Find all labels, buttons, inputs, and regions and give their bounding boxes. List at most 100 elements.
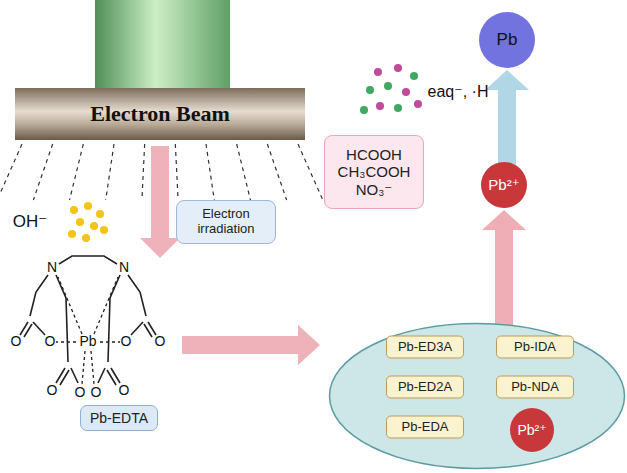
radical-dots [384, 82, 392, 90]
atom-label: N [47, 260, 57, 275]
atom-label: O [155, 334, 166, 349]
atom-label: O [45, 334, 56, 349]
atom-label: Pb [79, 334, 96, 349]
atom-label: O [91, 385, 102, 400]
beam-line [70, 144, 84, 200]
node-text: Pb [497, 30, 518, 50]
edta-structure [20, 256, 156, 385]
radical-dots [374, 68, 382, 76]
edta-structure [107, 370, 116, 385]
node-text: Pb-EDA [402, 420, 449, 435]
ellipse-outline [328, 322, 626, 470]
beam-line [0, 144, 22, 200]
edta-structure [56, 368, 65, 383]
edta-structure [33, 322, 45, 335]
edta-structure [131, 322, 143, 335]
edta-structure [56, 277, 120, 384]
node-text: Electron irradiation [185, 207, 267, 237]
edta-structure [82, 351, 85, 384]
beam-line [33, 144, 52, 200]
edta-structure [94, 277, 118, 334]
edta-structure [24, 324, 32, 337]
radical-dots [414, 100, 422, 108]
product-box: HCOOHCH₃COOHNO₃⁻ [324, 135, 424, 209]
beam-line [298, 144, 323, 200]
radical-dots [360, 106, 368, 114]
radical-dots [360, 64, 422, 114]
reagent-label: OH⁻ [13, 213, 47, 232]
edta-structure [144, 324, 152, 337]
radical-dots [376, 102, 384, 110]
hydroxide-dots [96, 210, 104, 218]
atom-label: N [119, 260, 129, 275]
edta-structure [71, 368, 78, 383]
edta-structure [128, 275, 146, 316]
radical-dots [402, 88, 410, 96]
node-text: Pb-ED2A [398, 380, 452, 395]
edta-structure [30, 275, 48, 316]
intermediate-box: Pb-ED3A [386, 336, 464, 359]
atom-label: O [121, 334, 132, 349]
atom-label: O [119, 383, 130, 398]
species-label: eaq⁻, ·H [428, 83, 489, 101]
beam-line [267, 144, 286, 200]
arrow-head [482, 210, 526, 230]
intermediate-box: Pb-EDA [386, 416, 464, 439]
edta-structure [59, 256, 117, 264]
radical-dots [410, 72, 418, 80]
hydroxide-dots [68, 202, 108, 242]
node-text: Pb-NDA [511, 380, 559, 395]
beam-line [106, 144, 114, 200]
intermediate-box: Pb-NDA [496, 376, 574, 399]
edta-structure [111, 368, 120, 383]
node-text: HCOOH [346, 146, 402, 163]
intermediate-box: Pb-ED2A [386, 376, 464, 399]
ellipse-shape [330, 324, 625, 469]
arrow-shaft [498, 90, 516, 165]
arrow-head [485, 70, 529, 90]
node-text: Electron Beam [90, 101, 230, 126]
beam-line [142, 144, 145, 200]
node-text: Pb-IDA [514, 340, 556, 355]
node-text: Pb²⁺ [488, 176, 519, 193]
atom-label: O [47, 383, 58, 398]
hydroxide-dots [90, 222, 98, 230]
hydroxide-dots [100, 226, 108, 234]
beam-line [175, 144, 178, 200]
flow-arrow [482, 210, 526, 325]
intermediate-box: Pb-IDA [496, 336, 574, 359]
reaction-arrow [182, 325, 320, 365]
metal-circle: Pb [479, 12, 535, 68]
atom-label: O [11, 334, 22, 349]
product-ellipse: Pb-ED3A Pb-IDA Pb-ED2A Pb-NDA Pb-EDA Pb²⁺ [328, 322, 626, 470]
node-text: Pb-EDTA [90, 410, 148, 426]
hydroxide-dots [70, 206, 78, 214]
hydroxide-dots [82, 234, 90, 242]
flow-arrow [485, 70, 529, 165]
process-box: Electron irradiation [176, 200, 276, 244]
radical-dots [394, 64, 402, 72]
edta-structure [58, 277, 82, 334]
ion-circle: Pb²⁺ [481, 162, 527, 208]
node-text: Pb²⁺ [517, 422, 546, 438]
beam-band: Electron Beam [15, 88, 305, 140]
atom-label: O [75, 385, 86, 400]
node-text: Pb-ED3A [398, 340, 452, 355]
irradiation-arrow [140, 146, 180, 258]
hydroxide-dots [68, 230, 76, 238]
hydroxide-dots [76, 218, 84, 226]
edta-structure [60, 370, 69, 385]
edta-structure [98, 368, 105, 383]
beam-line [206, 144, 214, 200]
compound-label: Pb-EDTA [80, 405, 158, 431]
ion-circle: Pb²⁺ [510, 408, 554, 452]
radical-dots [366, 86, 374, 94]
arrow-shaft [495, 230, 513, 325]
edta-structure [91, 351, 94, 384]
node-text: NO₃⁻ [356, 181, 393, 198]
edta-structure [100, 341, 120, 342]
edta-structure [56, 341, 76, 342]
beam-cylinder [95, 0, 230, 90]
node-text: CH₃COOH [338, 163, 411, 180]
